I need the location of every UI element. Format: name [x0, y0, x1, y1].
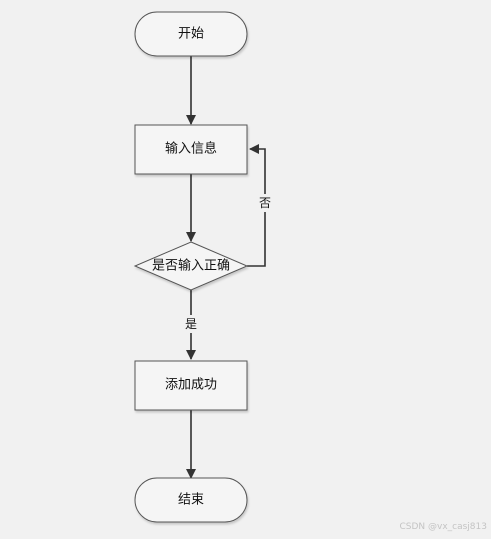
yes-label-backdrop — [181, 315, 201, 333]
end-label: 结束 — [178, 493, 204, 508]
edge-label-no: 否 — [259, 196, 271, 210]
edge-label-yes: 是 — [185, 317, 197, 331]
add-success-label: 添加成功 — [165, 378, 217, 393]
node-end: 结束 — [134, 477, 248, 523]
node-start: 开始 — [134, 11, 248, 57]
csdn-watermark: CSDN @vx_casj813 — [399, 522, 487, 532]
end-terminator-shape — [134, 477, 248, 523]
node-check-input: 是否输入正确 — [133, 241, 249, 291]
node-input-info: 输入信息 — [134, 124, 248, 175]
input-info-process-shape — [134, 124, 248, 175]
input-info-label: 输入信息 — [165, 141, 217, 157]
start-label: 开始 — [178, 27, 204, 42]
node-add-success: 添加成功 — [134, 360, 248, 411]
check-input-decision-shape — [133, 241, 249, 291]
add-success-process-shape — [134, 360, 248, 411]
start-terminator-shape — [134, 11, 248, 57]
edges: 否 是 — [181, 56, 275, 479]
check-input-label: 是否输入正确 — [152, 258, 230, 274]
no-label-backdrop — [255, 194, 275, 212]
